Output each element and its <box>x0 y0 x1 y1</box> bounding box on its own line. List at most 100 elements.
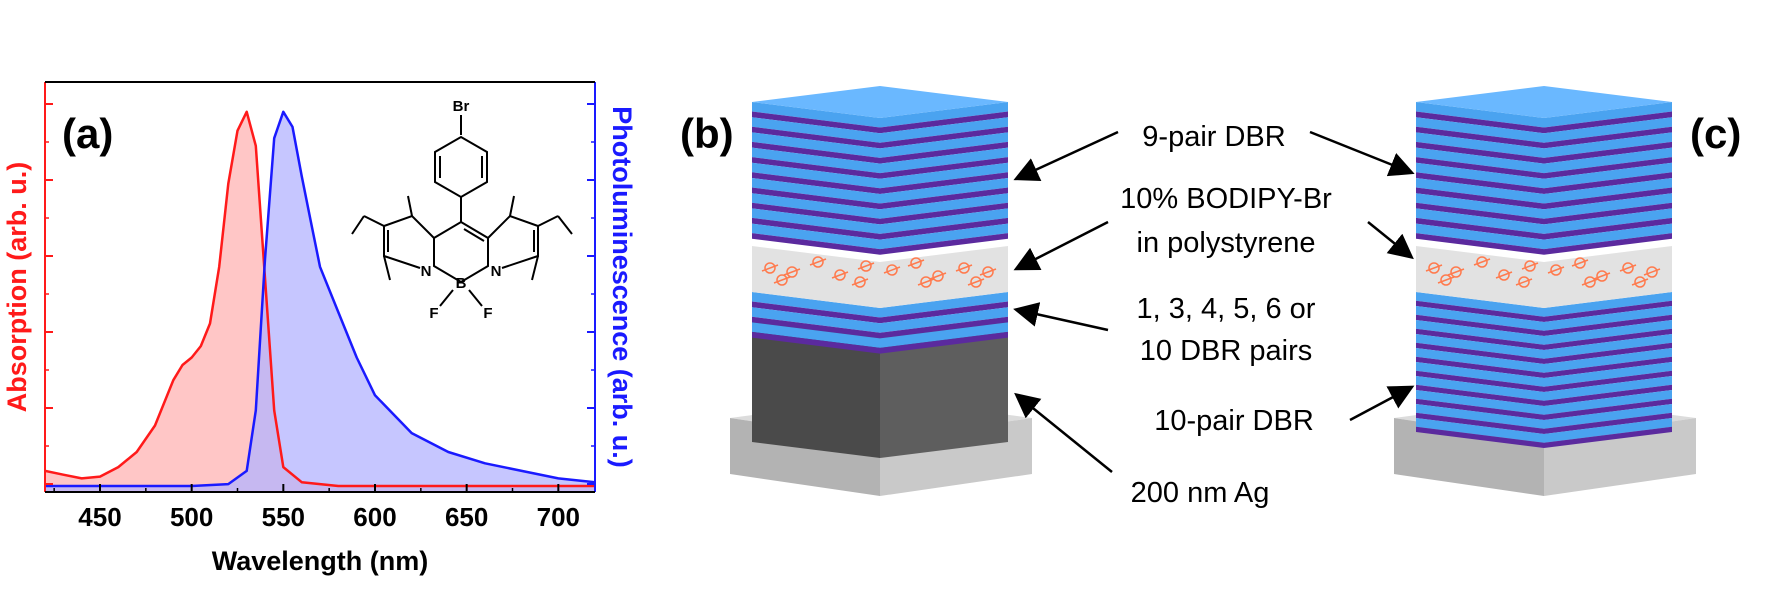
bodipy-molecule-bond <box>1581 278 1599 286</box>
x-tick-label: 650 <box>445 502 488 532</box>
dbr-low-index-layer <box>752 157 1008 179</box>
dbr-low-index-layer <box>1416 342 1672 364</box>
bodipy-molecule-bond <box>1571 259 1589 267</box>
atom-f-right: F <box>483 305 492 322</box>
bodipy-molecule <box>1498 269 1510 281</box>
bodipy-molecule <box>776 274 788 286</box>
bodipy-molecule <box>970 276 982 288</box>
dbr-high-index-layer <box>1416 102 1672 128</box>
dbr-low-index-layer <box>1416 356 1672 378</box>
arrow-bodipy-b <box>1013 220 1109 271</box>
bodipy-molecule-bond <box>1547 266 1565 274</box>
dbr-high-index-layer <box>752 117 1008 143</box>
bodipy-molecule-bond <box>955 264 973 272</box>
label-bodipy-line1: 10% BODIPY-Br <box>1120 183 1332 215</box>
bodipy-film-b <box>752 246 1008 308</box>
dbr-high-index-layer <box>1416 334 1672 359</box>
silver-layer-left <box>752 320 880 458</box>
panel-label-b: (b) <box>680 110 734 157</box>
bodipy-molecule <box>854 276 866 288</box>
dbr-high-index-layer <box>1416 193 1672 219</box>
axis-ticks <box>45 103 595 492</box>
dbr-high-index-layer <box>1416 376 1672 401</box>
dbr-high-index-layer <box>1416 208 1672 234</box>
bodipy-molecule-bond <box>783 268 801 276</box>
dbr-high-index-layer <box>752 147 1008 174</box>
dbr-high-index-layer <box>1416 404 1672 429</box>
silver-layer-right <box>880 320 1008 458</box>
series-line-1 <box>45 110 595 488</box>
dbr-low-index-layer <box>1416 370 1672 392</box>
series-line-0 <box>45 110 595 488</box>
dbr-low-index-layer <box>1416 202 1672 225</box>
bodipy-molecule <box>1622 262 1634 274</box>
bodipy-molecule-bond <box>1437 276 1455 284</box>
arrow-dbr10-c <box>1349 385 1415 422</box>
bodipy-molecule <box>982 266 994 278</box>
series-lines <box>45 110 595 488</box>
bodipy-molecule-bond <box>773 276 791 284</box>
top-dbr-b <box>752 86 1008 255</box>
bodipy-molecule <box>910 257 922 269</box>
dbr-low-index-layer <box>1416 398 1672 420</box>
label-10-pair-dbr: 10-pair DBR <box>1154 405 1314 437</box>
dbr-high-index-layer <box>752 322 1008 348</box>
dbr-high-index-layer <box>1416 348 1672 373</box>
bodipy-molecule <box>932 270 944 282</box>
dbr-low-index-layer <box>752 202 1008 225</box>
dbr-high-index-layer <box>1416 418 1672 443</box>
dbr-high-index-layer <box>1416 147 1672 174</box>
dbr-high-index-layer <box>752 208 1008 234</box>
bodipy-molecule <box>1584 276 1596 288</box>
bodipy-molecule-bond <box>1495 271 1513 279</box>
dbr-low-index-layer <box>1416 157 1672 179</box>
bodipy-molecule <box>1574 257 1586 269</box>
bottom-dbr-c <box>1416 292 1672 448</box>
dbr-high-index-layer <box>752 223 1008 250</box>
bodipy-molecule-bond <box>1515 278 1533 286</box>
panel-label-c: (c) <box>1690 110 1741 157</box>
bodipy-molecule-bond <box>1631 278 1649 286</box>
label-9-pair-dbr: 9-pair DBR <box>1142 121 1285 153</box>
bodipy-molecule-bond <box>1521 262 1539 270</box>
bodipy-molecule <box>764 262 776 274</box>
bodipy-molecule-bond <box>851 278 869 286</box>
dbr-low-index-layer <box>1416 217 1672 240</box>
dbr-low-index-layer <box>1416 111 1672 134</box>
atom-b: B <box>456 275 467 292</box>
bodipy-molecule-bond <box>907 259 925 267</box>
callout-labels: 9-pair DBR 10% BODIPY-Br in polystyrene … <box>1120 121 1332 509</box>
label-bodipy-line2: in polystyrene <box>1137 227 1316 259</box>
bodipy-molecule <box>812 256 824 268</box>
series-areas <box>45 111 595 492</box>
dbr-low-index-layer <box>752 187 1008 210</box>
dbr-low-index-layer <box>752 233 1008 255</box>
x-tick-label: 450 <box>78 502 121 532</box>
dbr-low-index-layer <box>1416 384 1672 406</box>
bodipy-br-structure <box>351 115 573 307</box>
bodipy-molecule <box>1450 266 1462 278</box>
dbr-high-index-layer <box>1416 306 1672 331</box>
atom-f-left: F <box>429 305 438 322</box>
series-area-0 <box>45 111 595 492</box>
dbr-high-index-layer <box>1416 320 1672 345</box>
arrow-pairs-b <box>1013 302 1109 332</box>
label-pairs-line1: 1, 3, 4, 5, 6 or <box>1137 293 1316 325</box>
dbr-high-index-layer <box>752 193 1008 219</box>
bodipy-molecule-bond <box>1593 272 1611 280</box>
dbr-high-index-layer <box>752 178 1008 204</box>
bodipy-molecule-bond <box>857 262 875 270</box>
arrow-dbr9-c <box>1309 130 1415 177</box>
x-tick-label: 550 <box>262 502 305 532</box>
dbr-low-index-layer <box>1416 126 1672 149</box>
dbr-low-index-layer <box>1416 412 1672 434</box>
atom-br: Br <box>453 98 470 115</box>
dbr-low-index-layer <box>752 126 1008 149</box>
dbr-low-index-layer <box>1416 314 1672 336</box>
callout-arrows <box>1013 130 1415 473</box>
dbr-high-index-layer <box>1416 223 1672 250</box>
arrow-dbr9-b <box>1013 130 1119 181</box>
x-tick-label: 700 <box>537 502 580 532</box>
dbr-low-index-layer <box>752 111 1008 134</box>
